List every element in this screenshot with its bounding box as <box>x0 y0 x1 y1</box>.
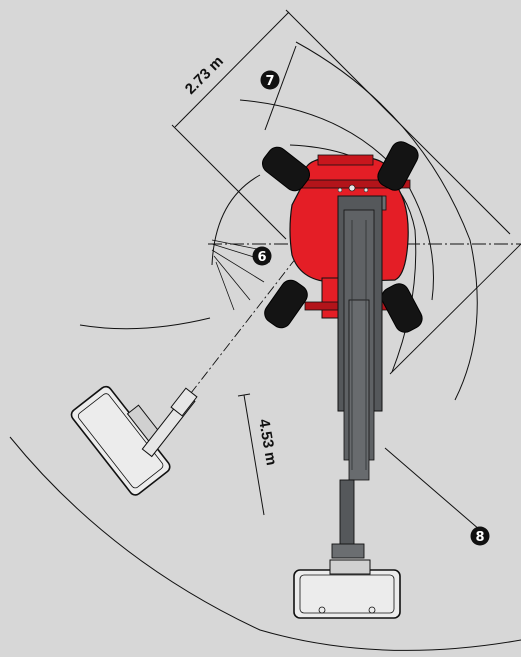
dimension-4-53 <box>237 393 481 531</box>
ext-line-start <box>171 124 287 240</box>
turntable-bolt <box>348 184 356 192</box>
svg-text:7: 7 <box>265 74 274 89</box>
dimension-2-73 <box>171 9 511 240</box>
dim-tick-a <box>237 393 251 397</box>
marker-8: 8 <box>470 526 490 546</box>
rear-sweep-arc <box>79 317 211 330</box>
marker8-leader <box>384 447 481 531</box>
ext-line-end <box>285 9 511 235</box>
wheel-rear-right <box>381 283 423 333</box>
dim-line-4-53 <box>243 394 265 516</box>
marker-7: 7 <box>260 70 280 90</box>
wheel-front-right <box>377 141 419 191</box>
dim-line-2-73 <box>174 11 290 128</box>
wheel-front-left <box>262 146 310 192</box>
swing-radius-arcs <box>9 41 521 651</box>
dimension-label-4-53: 4.53 m <box>255 418 280 467</box>
svg-text:6: 6 <box>257 250 266 265</box>
svg-text:8: 8 <box>475 530 484 545</box>
platform-basket <box>293 559 401 619</box>
outer-swing-arc <box>9 436 521 651</box>
tail-swing-arc-outer <box>295 41 478 401</box>
main-boom <box>331 195 387 559</box>
sweep-rays <box>211 239 271 311</box>
ghost-jib-rotator <box>170 387 198 417</box>
chassis-front-arc <box>211 174 261 266</box>
basket-control-box <box>329 559 371 575</box>
marker7-leader <box>264 45 297 131</box>
wheel-rear-left <box>264 279 308 329</box>
rotated-jib <box>141 387 198 458</box>
jib-rotator <box>331 543 365 559</box>
basket-front <box>293 569 401 619</box>
wheels <box>262 141 423 333</box>
jib-arm <box>339 479 355 546</box>
boom-section-3 <box>348 299 370 481</box>
marker-6: 6 <box>252 246 272 266</box>
dimension-label-2-73: 2.73 m <box>182 53 227 98</box>
diagonal-radius-line <box>389 243 521 375</box>
chassis-front-bumper <box>317 154 374 166</box>
